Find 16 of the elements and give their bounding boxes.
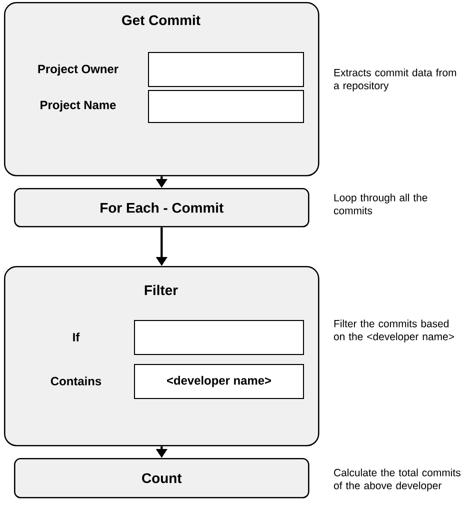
description-text: Extracts commit data from a repository — [334, 68, 456, 92]
description-text: Calculate the total commits of the above developer — [334, 468, 460, 492]
field-label: Contains — [50, 376, 102, 386]
field-label: Project Owner — [38, 64, 118, 76]
input-field — [148, 52, 304, 87]
field-label: If — [73, 332, 80, 342]
description-text: Loop through all the commits — [334, 194, 428, 214]
panel-heading: Filter — [144, 284, 178, 296]
panel-heading: Get Commit — [122, 14, 200, 26]
input-field — [148, 90, 304, 123]
process-box: Count — [14, 458, 310, 498]
field-label: Project Name — [40, 100, 116, 112]
input-field — [134, 320, 304, 355]
process-box: For Each - Commit — [14, 188, 310, 228]
value-field: <developer name> — [134, 364, 304, 399]
description-text: Filter the commits based on the <developer name> — [334, 320, 454, 342]
